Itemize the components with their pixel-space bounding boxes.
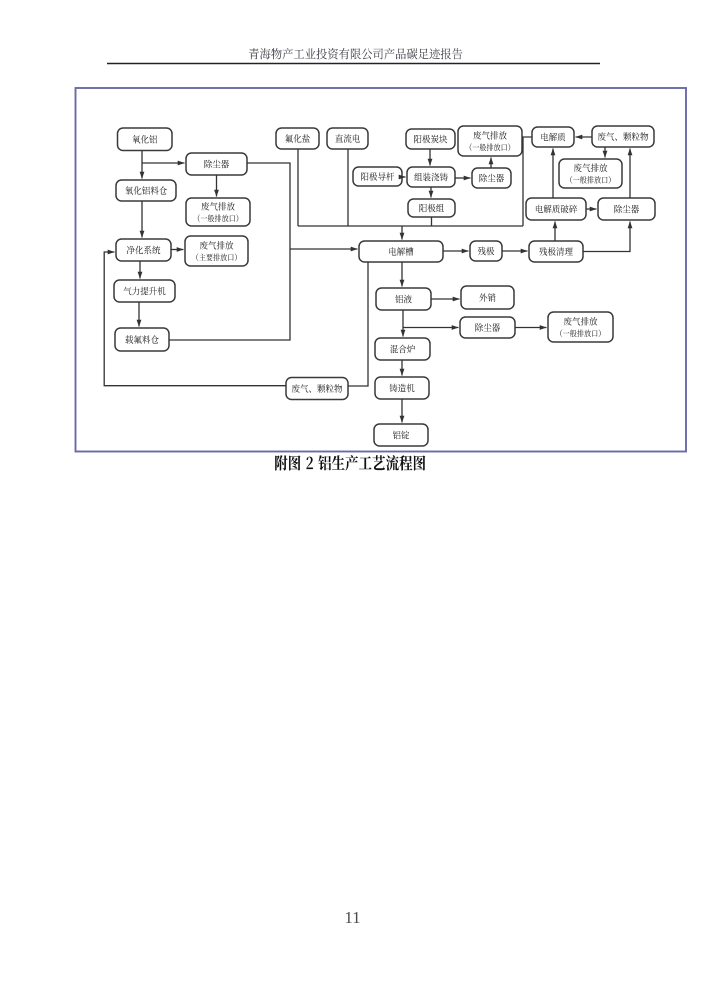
svg-text:11: 11 (344, 908, 360, 927)
